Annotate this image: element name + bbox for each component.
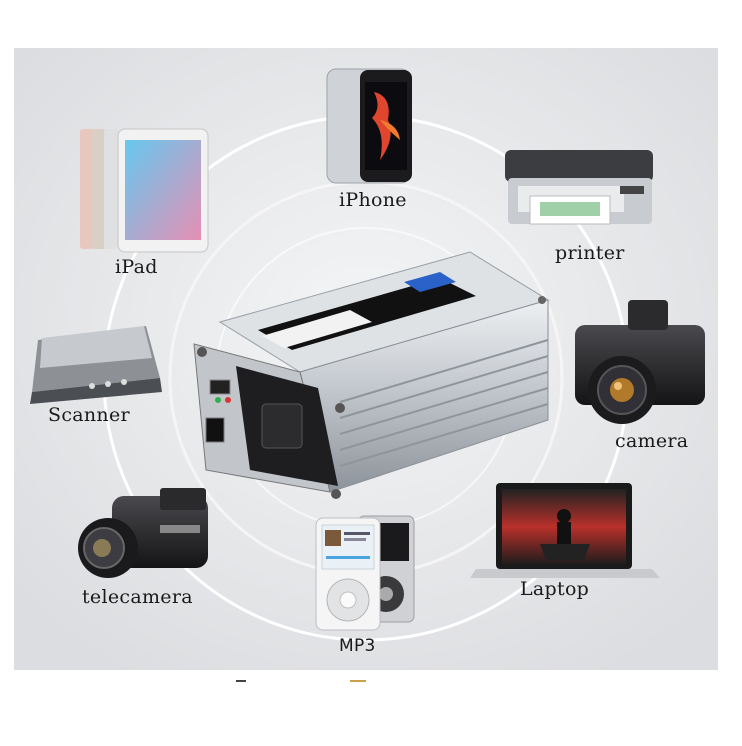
scanner-image (30, 326, 162, 404)
power-inverter-image (193, 251, 550, 499)
label-ipad: iPad (115, 256, 158, 278)
mp3-image (315, 515, 415, 631)
label-scanner: Scanner (48, 404, 130, 426)
ipad-image (80, 128, 209, 253)
label-telecamera: telecamera (82, 586, 193, 608)
camera-image (575, 300, 705, 424)
label-laptop: Laptop (520, 578, 590, 600)
bottom-artifact (350, 680, 366, 682)
bottom-artifact (236, 680, 246, 682)
iphone-image (326, 68, 412, 184)
telecamera-image (78, 488, 208, 578)
label-camera: camera (615, 430, 689, 452)
label-mp3: MP3 (339, 636, 376, 656)
printer-image (505, 150, 653, 225)
laptop-image (470, 483, 660, 578)
label-iphone: iPhone (339, 189, 407, 211)
label-printer: printer (555, 242, 625, 264)
